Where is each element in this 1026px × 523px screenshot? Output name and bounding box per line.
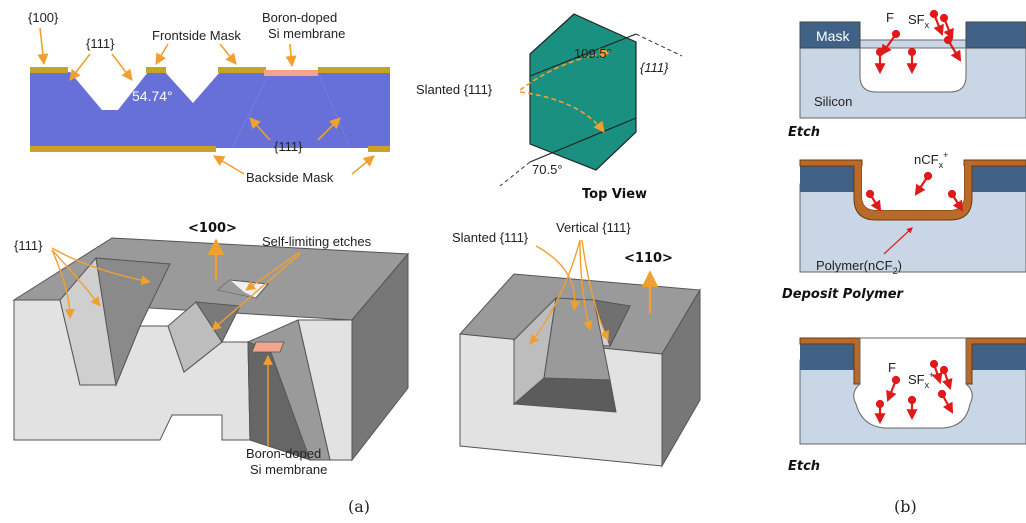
arrow-frontside: [155, 43, 169, 65]
trench-wall-mid: [543, 297, 611, 381]
mask-2-left: [800, 164, 858, 192]
label-111-hex: {111}: [640, 60, 669, 75]
label-111-top: {111}: [86, 36, 115, 51]
mask-3-right: [970, 342, 1026, 370]
label-angle-bottom: 70.5°: [532, 162, 563, 177]
membrane: [264, 70, 318, 76]
label-f-1: F: [886, 10, 894, 25]
trench-front-cut: [514, 340, 616, 412]
mask-1-right: [965, 21, 1026, 49]
label-self-limiting: Self-limiting etches: [262, 234, 372, 249]
pit-large-wall-2: [95, 257, 171, 387]
caption-a: (a): [348, 497, 370, 516]
block-110-side: [661, 288, 701, 468]
label-polymer: Polymer(nCF2): [816, 258, 902, 276]
arrow-membrane: [285, 43, 297, 68]
label-mask: Mask: [816, 28, 850, 44]
label-step-1: Etch: [788, 125, 820, 140]
arrow-111-block-3: [51, 249, 75, 319]
label-f-3: F: [888, 360, 896, 375]
mask-1-left: [799, 21, 861, 49]
frontside-mask-3: [218, 67, 266, 73]
mask-2-right: [968, 164, 1026, 192]
mask-3-left: [800, 342, 856, 370]
arrow-backside-2: [351, 155, 375, 175]
label-step-2: Deposit Polymer: [782, 287, 905, 302]
arrow-100: [37, 27, 49, 66]
block-100-diagram: {111} <100> Self-limiting etches Boron-d…: [12, 221, 410, 477]
arrow-vertical-110-3: [579, 239, 593, 331]
arrow-frontside-2: [219, 43, 237, 65]
trench-2: [862, 166, 964, 210]
block-100-membrane: [251, 341, 285, 353]
arrow-self-1: [245, 251, 301, 291]
hexagon: [529, 13, 637, 171]
arrow-111-c: [249, 117, 271, 141]
frontside-mask-4: [318, 67, 390, 73]
pit-small-inner: [218, 280, 256, 298]
hex-line-bottom: [529, 117, 637, 163]
arrow-111-block-2: [51, 249, 101, 307]
label-100: {100}: [28, 10, 59, 25]
label-membrane-block-2: Si membrane: [250, 462, 327, 477]
arrow-111-block-1: [51, 247, 151, 286]
arrow-vertical-110-2: [581, 239, 609, 341]
arrow-111-d: [317, 117, 341, 141]
label-membrane-block-1: Boron-doped: [246, 446, 321, 461]
label-angle: 54.74°: [132, 88, 173, 104]
dash-bottom: [499, 161, 531, 187]
arrow-111-a: [69, 53, 91, 81]
arrow-vertical-110-1: [529, 239, 581, 345]
label-ncfx: nCFx+: [914, 150, 948, 170]
frontside-mask-2: [146, 67, 166, 73]
label-111-bottom: {111}: [274, 139, 303, 154]
dash-top: [635, 33, 683, 57]
hex-line-top: [529, 33, 637, 77]
backside-mask-1: [30, 146, 216, 152]
top-view-title: Top View: [582, 187, 647, 202]
caption-b: (b): [894, 497, 917, 516]
ions-2: [865, 171, 964, 212]
label-backside-mask: Backside Mask: [246, 170, 334, 185]
arrow-111-b: [111, 53, 133, 81]
label-slanted: Slanted {111}: [416, 82, 493, 97]
frontside-mask-1: [30, 67, 68, 73]
label-step-3: Etch: [788, 459, 820, 474]
arrow-backside-1: [213, 155, 245, 175]
label-sfx-3: SFx+: [908, 370, 934, 390]
silicon-substrate: [30, 72, 390, 148]
arrow-slanted-1: [519, 48, 612, 91]
bosch-panel-1: Mask Silicon F SFx+ Etch: [788, 9, 1026, 140]
label-vertical-110: Vertical {111}: [556, 220, 631, 235]
label-membrane-2: Si membrane: [268, 26, 345, 41]
label-frontside-mask: Frontside Mask: [152, 28, 241, 43]
label-dir-100: <100>: [188, 221, 237, 236]
block-110-diagram: Slanted {111} Vertical {111} <110>: [452, 220, 701, 468]
trench-wall-right: [593, 299, 631, 348]
label-angle-top: 109.5°: [574, 46, 612, 61]
ions-1: [874, 9, 962, 75]
silicon-right-block: [232, 72, 350, 148]
ions-3: [874, 359, 954, 425]
label-dir-110: <110>: [624, 251, 673, 266]
label-slanted-110: Slanted {111}: [452, 230, 529, 245]
backside-mask-2: [368, 146, 390, 152]
arrow-polymer: [883, 227, 913, 255]
label-silicon: Silicon: [814, 94, 852, 109]
label-membrane-1: Boron-doped: [262, 10, 337, 25]
arrow-slanted-110: [535, 245, 581, 311]
bosch-panel-2: nCFx+ Polymer(nCF2) Deposit Polymer: [782, 150, 1026, 302]
top-view-diagram: 109.5° {111} Slanted {111} 70.5° Top Vie…: [416, 13, 683, 202]
arrow-self-2: [211, 253, 301, 331]
label-111-block: {111}: [14, 238, 43, 253]
arrow-slanted-2: [519, 91, 605, 133]
bosch-panel-3: F SFx+ Etch: [788, 337, 1026, 474]
cross-section-diagram: {100} {111} Frontside Mask Boron-doped S…: [28, 10, 390, 185]
